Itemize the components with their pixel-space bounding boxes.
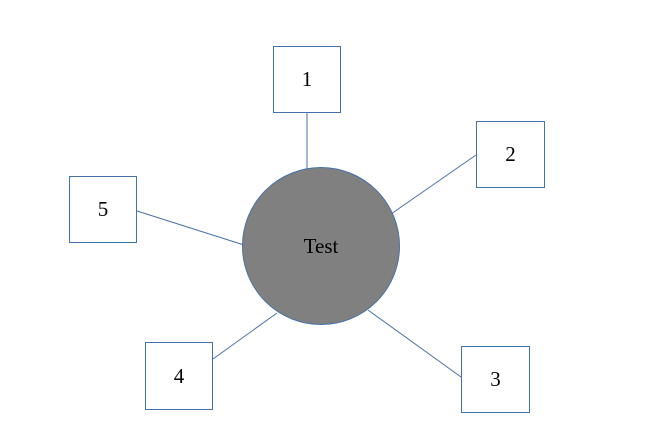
- node-box-label-4: 4: [173, 363, 185, 388]
- node-box-label-3: 3: [490, 367, 501, 391]
- hub-node-test[interactable]: Test: [242, 167, 400, 325]
- node-box-label-2: 2: [505, 142, 516, 166]
- node-box-4[interactable]: 4: [145, 342, 213, 410]
- node-box-label-5: 5: [97, 197, 109, 221]
- hub-node-label: Test: [303, 233, 339, 258]
- node-box-label-1: 1: [301, 67, 313, 91]
- node-box-1[interactable]: 1: [273, 46, 341, 113]
- edge-hub-to-3: [367, 309, 462, 378]
- node-box-3[interactable]: 3: [461, 346, 530, 413]
- edge-hub-to-2: [390, 154, 477, 215]
- edge-hub-to-4: [212, 312, 278, 360]
- node-box-5[interactable]: 5: [69, 176, 137, 243]
- edge-hub-to-5: [136, 210, 245, 246]
- node-box-2[interactable]: 2: [476, 121, 545, 188]
